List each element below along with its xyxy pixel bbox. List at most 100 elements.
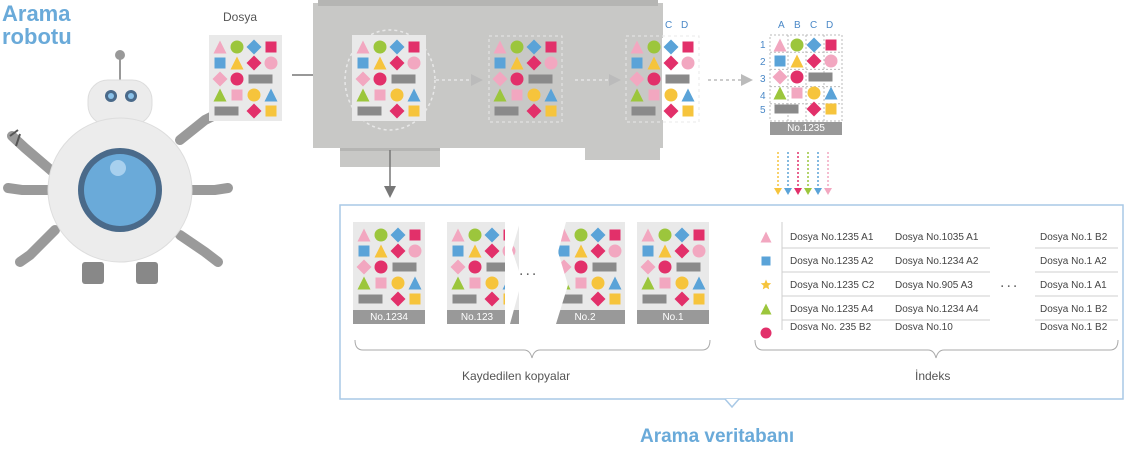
copies-ellipsis: ...	[519, 262, 539, 279]
circle-shape	[264, 56, 278, 70]
bar-shape	[676, 262, 701, 272]
bar-shape	[214, 106, 239, 116]
square-shape	[374, 89, 386, 101]
diamond-shape	[674, 291, 690, 307]
diamond-shape	[806, 37, 822, 53]
copy-label-1234: No.1234	[370, 312, 408, 323]
square-shape	[511, 89, 523, 101]
copy-label-2: No.2	[574, 312, 596, 323]
square-shape	[375, 277, 387, 289]
triangle-shape	[790, 54, 804, 68]
circle-shape	[790, 38, 804, 52]
diamond-shape	[526, 103, 542, 119]
diamond-shape	[390, 291, 406, 307]
diamond-shape	[484, 227, 500, 243]
index-arrow-head	[824, 188, 832, 195]
triangle-shape	[408, 276, 422, 290]
circle-shape	[647, 72, 661, 86]
circle-shape	[373, 40, 387, 54]
square-shape	[409, 293, 421, 305]
square-shape	[408, 105, 420, 117]
grid-col-d: D	[826, 20, 834, 31]
bar-shape	[558, 294, 583, 304]
circle-shape	[230, 40, 244, 54]
square-shape	[825, 103, 837, 115]
circle-shape	[485, 276, 499, 290]
machine-card-3-frame	[625, 35, 700, 123]
circle-shape	[658, 228, 672, 242]
grid-row-1: 1	[760, 40, 766, 51]
index-r1-c3: Dosya No.1 B2	[1040, 232, 1108, 243]
index-ellipsis: ...	[1000, 274, 1020, 291]
triangle-shape	[264, 88, 278, 102]
triangle-shape	[574, 244, 588, 258]
index-r2-c1: Dosya No.1235 A2	[790, 256, 874, 267]
diamond-shape	[674, 243, 690, 259]
index-r3-c1: Dosya No.1235 C2	[790, 280, 875, 291]
circle-shape	[247, 88, 261, 102]
index-r1-c1: Dosya No.1235 A1	[790, 232, 874, 243]
triangle-shape	[760, 231, 772, 243]
square-shape	[409, 229, 421, 241]
square-shape	[761, 256, 771, 266]
saved-copy-label-bg	[447, 310, 519, 324]
square-shape	[545, 105, 557, 117]
index-arrow-head	[794, 188, 802, 195]
diamond-shape	[356, 259, 372, 275]
star-shape	[760, 279, 772, 290]
diamond-shape	[355, 71, 371, 87]
circle-shape	[407, 56, 421, 70]
copy-label-1: No.1	[662, 312, 684, 323]
circle-shape	[574, 260, 588, 274]
bar-shape	[528, 74, 553, 84]
grid-col-b: B	[794, 20, 801, 31]
square-shape	[825, 39, 837, 51]
circle-shape	[510, 72, 524, 86]
triangle-shape	[630, 40, 644, 54]
circle-shape	[373, 72, 387, 86]
processing-col-d: D	[681, 20, 689, 31]
square-shape	[774, 55, 786, 67]
diamond-shape	[389, 39, 405, 55]
index-arrow-head	[814, 188, 822, 195]
antenna-tip	[115, 50, 125, 60]
square-shape	[659, 277, 671, 289]
square-shape	[693, 229, 705, 241]
bar-shape	[391, 74, 416, 84]
square-shape	[265, 105, 277, 117]
triangle-shape	[230, 56, 244, 70]
circle-shape	[675, 276, 689, 290]
diamond-shape	[640, 259, 656, 275]
bar-shape	[631, 106, 656, 116]
triangle-shape	[407, 88, 421, 102]
diamond-shape	[246, 39, 262, 55]
square-shape	[494, 57, 506, 69]
index-r4-c3: Dosya No.1 B2	[1040, 304, 1108, 315]
square-shape	[682, 105, 694, 117]
circle-shape	[468, 260, 482, 274]
square-shape	[648, 89, 660, 101]
triangle-shape	[647, 56, 661, 70]
index-caption: İndeks	[915, 369, 951, 383]
database-frame-pointer	[724, 398, 740, 409]
diamond-shape	[389, 103, 405, 119]
diamond-shape	[492, 71, 508, 87]
square-shape	[631, 57, 643, 69]
saved-copy-label-bg	[637, 310, 709, 324]
triangle-shape	[374, 244, 388, 258]
triangle-shape	[493, 40, 507, 54]
diamond-shape	[484, 291, 500, 307]
copy-label-123: No.123	[460, 312, 494, 323]
circle-shape	[374, 228, 388, 242]
bar-shape	[357, 106, 382, 116]
triangle-shape	[692, 276, 706, 290]
bar-shape	[774, 104, 799, 114]
robot-title-line1: Arama	[2, 1, 71, 26]
bar-shape	[642, 294, 667, 304]
circle-shape	[574, 228, 588, 242]
index-r5-clip: Dosya No. 235 B2 Dosya No.10 Dosya No.1 …	[788, 322, 1108, 330]
scan-lens-outline	[344, 29, 436, 131]
diamond-shape	[663, 55, 679, 71]
grid-col-c: C	[810, 20, 818, 31]
